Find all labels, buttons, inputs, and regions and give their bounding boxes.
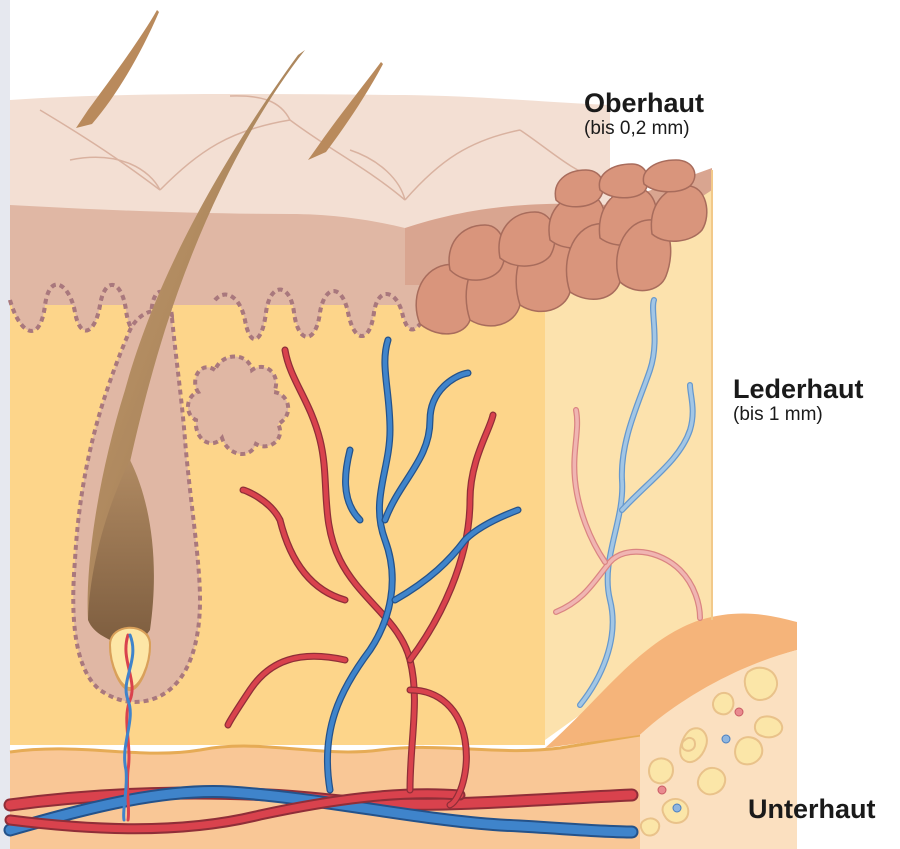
fat-vessel-dot [658,786,666,794]
fat-cell [713,693,733,714]
fat-cell [649,758,673,783]
label-unterhaut-name: Unterhaut [748,794,876,824]
fat-vessel-dot [722,735,730,743]
fat-cell [641,818,659,835]
label-lederhaut-name: Lederhaut [733,374,864,404]
fat-cell [682,738,695,751]
label-oberhaut-thickness: (bis 0,2 mm) [584,118,704,140]
label-oberhaut-name: Oberhaut [584,88,704,118]
fat-cell [698,768,725,794]
fat-vessel-dot [735,708,743,716]
label-unterhaut: Unterhaut [748,794,876,824]
left-frame-strip [0,0,10,849]
fat-vessel-dot [673,804,681,812]
fat-cell [755,716,782,737]
label-lederhaut-thickness: (bis 1 mm) [733,404,864,426]
label-oberhaut: Oberhaut (bis 0,2 mm) [584,88,704,140]
fat-cell [735,737,762,764]
fat-cell [745,668,777,700]
label-lederhaut: Lederhaut (bis 1 mm) [733,374,864,426]
